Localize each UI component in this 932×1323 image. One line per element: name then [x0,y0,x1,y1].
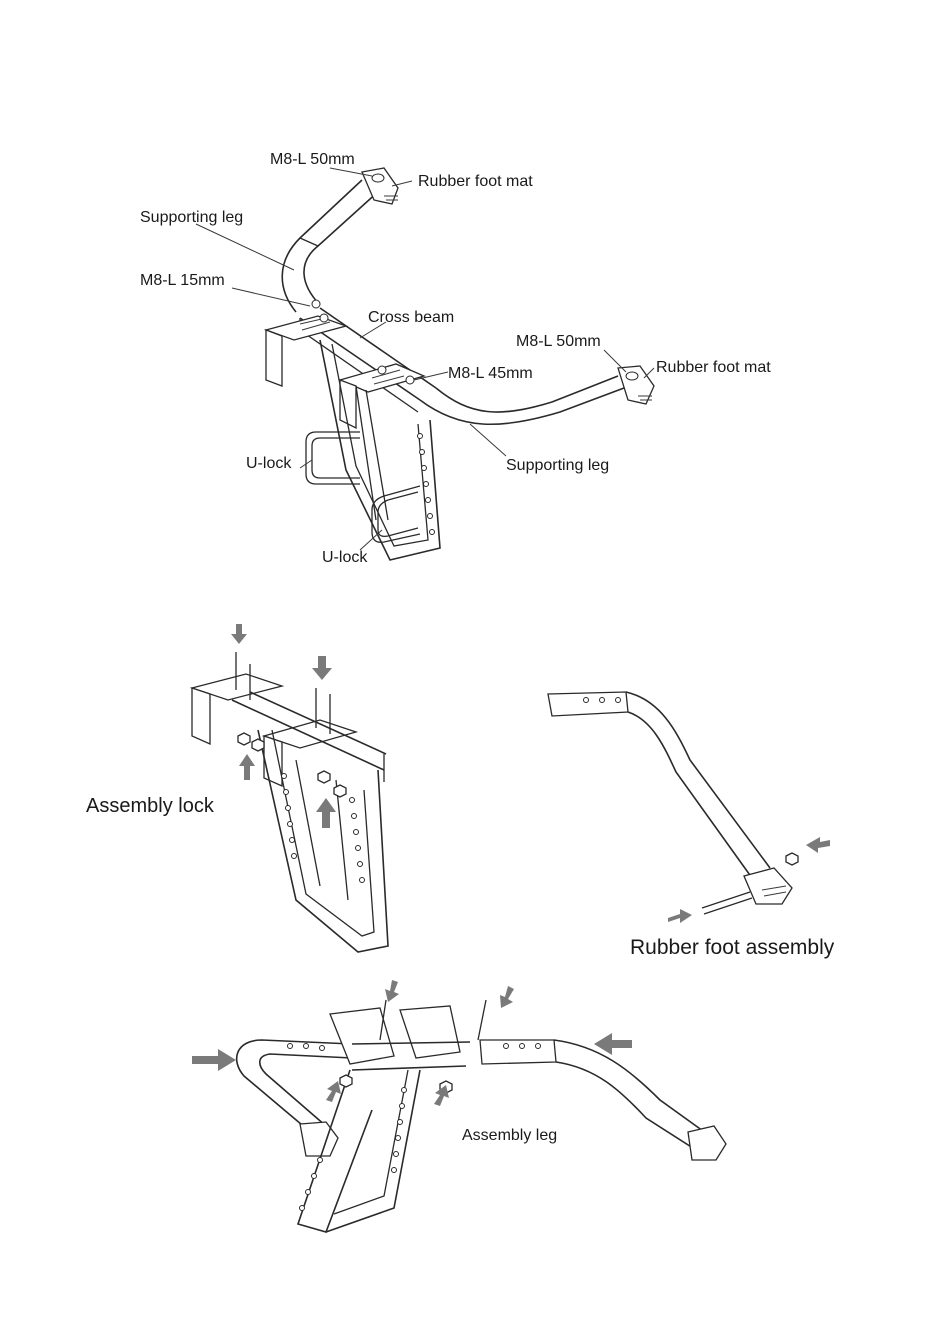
arrow-down-icon [231,624,247,644]
arrow-down-icon [312,656,332,680]
arrow-up-icon [316,798,336,828]
label-bolt-m8-50-top: M8-L 50mm [270,151,355,168]
arrow-up-icon [239,754,255,780]
stand-overview: M8-L 50mm Rubber foot mat Supporting leg… [140,151,771,566]
caption-assembly-lock: Assembly lock [86,795,215,817]
label-bolt-m8-15: M8-L 15mm [140,272,225,289]
arrow-left-icon [594,1033,632,1055]
arrow-down-icon [385,980,399,1002]
arrow-right-icon [668,909,692,923]
label-rubber-foot-mat-top: Rubber foot mat [418,173,533,190]
assembly-lock-figure: Assembly lock [86,624,388,952]
label-bolt-m8-45: M8-L 45mm [448,365,533,382]
caption-rubber-foot-assembly: Rubber foot assembly [630,936,835,959]
arrow-up-icon [326,1081,341,1102]
label-supporting-leg-right: Supporting leg [506,457,609,474]
caption-assembly-leg: Assembly leg [462,1127,557,1144]
arrow-right-icon [192,1049,236,1071]
label-u-lock-upper: U-lock [246,455,292,472]
label-bolt-m8-50-right: M8-L 50mm [516,333,601,350]
label-supporting-leg-left: Supporting leg [140,209,243,226]
rubber-foot-assembly-figure: Rubber foot assembly [548,692,835,959]
arrow-down-icon [500,986,514,1008]
arrow-left-icon [806,837,830,853]
assembly-leg-figure: Assembly leg [192,980,726,1232]
label-u-lock-lower: U-lock [322,549,368,566]
label-cross-beam: Cross beam [368,309,454,326]
label-rubber-foot-mat-right: Rubber foot mat [656,359,771,376]
